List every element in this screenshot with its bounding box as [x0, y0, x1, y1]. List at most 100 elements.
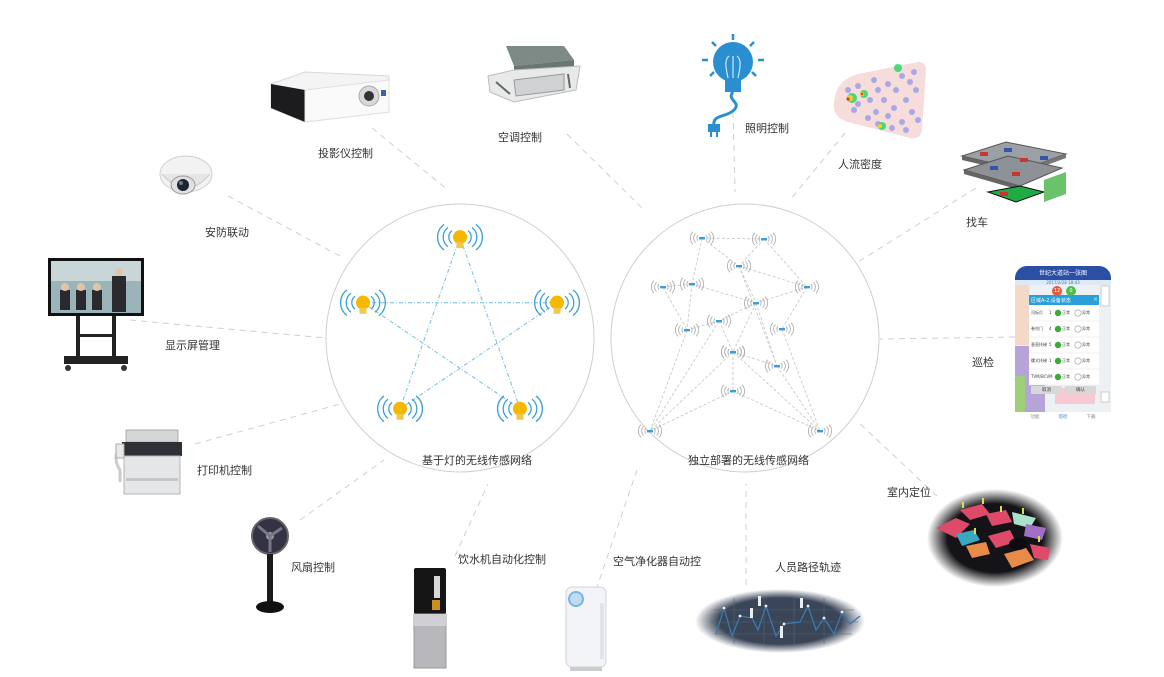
- signal-wave-icon: [727, 314, 731, 328]
- radio-abnormal-icon[interactable]: [1074, 357, 1082, 365]
- air-conditioner-device[interactable]: [484, 40, 584, 114]
- dialog-close-icon[interactable]: ×: [1093, 296, 1099, 303]
- air-purifier-device[interactable]: [562, 583, 610, 677]
- signal-wave-icon: [721, 384, 725, 398]
- indoor-positioning-device[interactable]: [926, 488, 1064, 592]
- signal-wave-icon: [745, 261, 748, 271]
- signal-wave-icon: [696, 234, 699, 242]
- signal-wave-icon: [795, 280, 799, 294]
- status-abnormal[interactable]: 异常: [1082, 310, 1090, 315]
- person-trajectory-device[interactable]: [694, 588, 866, 658]
- signal-wave-icon: [813, 282, 816, 292]
- wireless-bulb-node[interactable]: [496, 395, 543, 423]
- status-normal[interactable]: 正常: [1062, 326, 1070, 331]
- wireless-bulb-node[interactable]: [437, 223, 483, 251]
- check-ok-icon[interactable]: [1054, 373, 1062, 381]
- signal-wave-icon: [502, 398, 509, 419]
- tab-download[interactable]: 下载: [1086, 415, 1096, 420]
- heat-point: [889, 125, 895, 131]
- sensor-node[interactable]: [795, 280, 819, 294]
- status-abnormal[interactable]: 异常: [1082, 342, 1090, 347]
- signal-wave-icon: [415, 395, 424, 423]
- fan-device[interactable]: [246, 516, 296, 620]
- sensor-node[interactable]: [752, 232, 776, 246]
- sensor-node[interactable]: [675, 323, 699, 337]
- tab-functions[interactable]: 功能: [1030, 415, 1040, 420]
- projector-device[interactable]: [265, 62, 395, 131]
- sensor-node[interactable]: [680, 277, 704, 291]
- sensor-node[interactable]: [744, 296, 768, 310]
- wireless-bulb-node[interactable]: [534, 289, 580, 317]
- cancel-button[interactable]: 取消: [1042, 388, 1051, 393]
- wireless-bulb-node[interactable]: [377, 395, 424, 423]
- status-normal[interactable]: 正常: [1062, 358, 1070, 363]
- status-normal[interactable]: 正常: [1062, 342, 1070, 347]
- status-abnormal[interactable]: 异常: [1082, 374, 1090, 379]
- status-normal[interactable]: 正常: [1062, 374, 1070, 379]
- crowd-density-device[interactable]: [818, 60, 930, 150]
- alarm-badge-green[interactable]: 0: [1069, 288, 1073, 294]
- check-ok-icon[interactable]: [1054, 309, 1062, 317]
- signal-wave-icon: [700, 277, 704, 291]
- sensor-node[interactable]: [765, 359, 789, 373]
- sensor-node[interactable]: [721, 384, 745, 398]
- heat-point: [881, 97, 887, 103]
- lighting-device[interactable]: [698, 30, 768, 142]
- sensor-node[interactable]: [638, 424, 662, 438]
- sensor-node[interactable]: [690, 231, 714, 245]
- printer-icon: [114, 429, 182, 495]
- projector-label: 投影仪控制: [318, 147, 373, 160]
- sensor-node[interactable]: [808, 424, 832, 438]
- sensor-node[interactable]: [721, 345, 745, 359]
- parking-garage-icon: [960, 141, 1068, 203]
- signal-wave-icon: [411, 398, 418, 419]
- check-ok-icon[interactable]: [1054, 325, 1062, 333]
- device-name: 螺式扶梯: [1031, 358, 1047, 363]
- radio-abnormal-icon[interactable]: [1074, 373, 1082, 381]
- check-ok-icon[interactable]: [1054, 341, 1062, 349]
- signal-wave-icon: [764, 296, 768, 310]
- patrol-phone-device[interactable]: 世纪大道站一张图 2017/2/28 18:43 12 0 区域A-2,设备状态…: [1015, 266, 1111, 434]
- tab-patrol[interactable]: 巡检: [1058, 415, 1068, 420]
- status-abnormal[interactable]: 异常: [1082, 358, 1090, 363]
- check-ok-icon[interactable]: [1054, 357, 1062, 365]
- confirm-button[interactable]: 确认: [1076, 388, 1085, 393]
- heat-point: [851, 107, 857, 113]
- status-normal[interactable]: 正常: [1062, 310, 1070, 315]
- security-camera-device[interactable]: [156, 152, 214, 208]
- mesh-link: [732, 302, 757, 353]
- signal-wave-icon: [568, 292, 575, 313]
- radio-abnormal-icon[interactable]: [1074, 325, 1082, 333]
- radio-abnormal-icon[interactable]: [1074, 341, 1082, 349]
- status-abnormal[interactable]: 异常: [1082, 326, 1090, 331]
- water-dispenser-device[interactable]: [412, 566, 448, 674]
- bulb-base: [516, 413, 524, 420]
- heat-point: [855, 83, 861, 89]
- display-screen-device[interactable]: [46, 256, 146, 380]
- sensor-node[interactable]: [727, 259, 751, 273]
- signal-wave-icon: [736, 348, 739, 356]
- heat-point: [913, 87, 919, 93]
- printer-device[interactable]: [112, 426, 184, 500]
- signal-wave-icon: [705, 234, 708, 242]
- sensor-node[interactable]: [651, 280, 675, 294]
- sensor-icon: [689, 283, 695, 286]
- signal-wave-icon: [785, 325, 788, 333]
- heat-point: [885, 113, 891, 119]
- signal-wave-icon: [437, 223, 445, 251]
- signal-wave-icon: [698, 279, 701, 289]
- star-link: [399, 302, 558, 410]
- signal-wave-icon: [741, 384, 745, 398]
- sensor-node[interactable]: [770, 322, 794, 336]
- signal-wave-icon: [378, 289, 386, 317]
- wireless-bulb-node[interactable]: [340, 289, 386, 317]
- security-camera-icon: [159, 155, 213, 195]
- car-finding-device[interactable]: [960, 140, 1070, 220]
- mesh-link: [781, 328, 821, 432]
- alarm-badge-red[interactable]: 12: [1053, 288, 1061, 294]
- sensor-node[interactable]: [707, 314, 731, 328]
- radio-abnormal-icon[interactable]: [1074, 309, 1082, 317]
- link-lighting: [732, 111, 736, 193]
